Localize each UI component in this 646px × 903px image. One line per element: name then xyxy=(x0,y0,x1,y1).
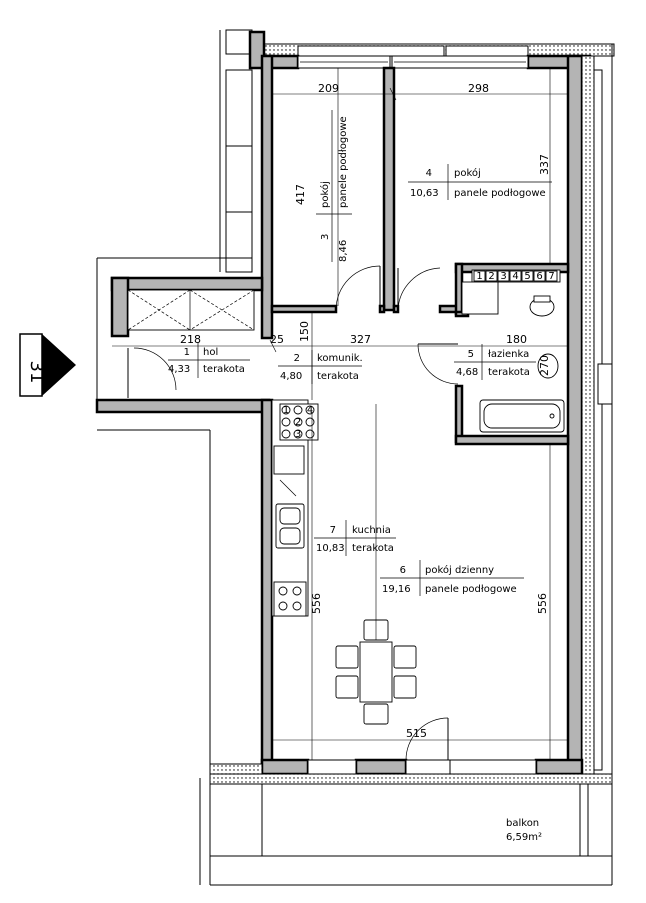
bath-tile-label: 1 xyxy=(476,271,482,282)
bath-tile xyxy=(521,270,534,282)
stove-burner xyxy=(293,405,303,415)
bath-tile-label: 4 xyxy=(512,271,518,282)
dim-298: 298 xyxy=(468,82,489,95)
room-1-finish: terakota xyxy=(203,364,245,375)
room-4-area: 10,63 xyxy=(410,188,439,199)
interior-walls xyxy=(270,66,570,446)
room-4-label: 4 pokój 10,63 panele podłogowe xyxy=(408,164,552,200)
dim-209: 209 xyxy=(318,82,339,95)
room-6-label: 6 pokój dzienny 19,16 panele podłogowe xyxy=(380,560,524,596)
room-6-name: pokój dzienny xyxy=(425,564,494,576)
stove-burner xyxy=(293,417,303,427)
dim-270: 270 xyxy=(538,355,551,376)
room-5-area: 4,68 xyxy=(456,367,478,378)
room-7-area: 10,83 xyxy=(316,543,345,554)
dim-218: 218 xyxy=(180,333,201,346)
dim-417: 417 xyxy=(294,184,307,205)
room-2-label: 2 komunik. 4,80 terakota xyxy=(278,350,363,384)
balcony-name: balkon xyxy=(506,818,539,829)
top-wall xyxy=(260,43,615,70)
bath-tile xyxy=(485,270,498,282)
bath-tile xyxy=(545,270,558,282)
bottom-wall xyxy=(209,758,613,785)
bath-tile-label: 5 xyxy=(524,271,530,282)
room-5-finish: terakota xyxy=(488,367,530,378)
bath-tile-label: 2 xyxy=(488,271,494,282)
stove-burner xyxy=(281,417,291,427)
room-3-number: 3 xyxy=(320,234,331,240)
room-2-finish: terakota xyxy=(317,371,359,382)
balcony-area: 6,59m² xyxy=(506,832,542,843)
stove-burner xyxy=(293,429,303,439)
room-2-area: 4,80 xyxy=(280,371,302,382)
left-walls xyxy=(95,30,274,768)
stove-burner xyxy=(281,429,291,439)
building-number: 31 xyxy=(26,361,47,384)
stove-burner-label: 4 xyxy=(307,405,313,416)
bath-tile xyxy=(473,270,486,282)
neighbour-outline xyxy=(96,29,612,886)
room-3-name: pokój xyxy=(319,181,331,208)
dim-556-kitchen: 556 xyxy=(310,593,323,614)
dim-515: 515 xyxy=(406,727,427,740)
room-6-area: 19,16 xyxy=(382,584,411,595)
bath-tile xyxy=(497,270,510,282)
room-3-area: 8,46 xyxy=(338,240,349,262)
stove-burner-label: 1 xyxy=(283,405,289,416)
room-4-name: pokój xyxy=(454,167,481,179)
stove-burner-label: 2 xyxy=(295,417,301,428)
room-6-finish: panele podłogowe xyxy=(425,584,517,595)
stove-burner-label: 3 xyxy=(295,429,301,440)
dim-180: 180 xyxy=(506,333,527,346)
room-1-area: 4,33 xyxy=(168,364,190,375)
kitchen-fixtures: 123 4 xyxy=(271,399,319,617)
room-5-label: 5 łazienka 4,68 terakota xyxy=(454,344,536,380)
bath-tile-label: 7 xyxy=(548,271,554,282)
room-1-number: 1 xyxy=(184,347,190,358)
room-7-number: 7 xyxy=(330,525,336,536)
dimension-lines xyxy=(112,68,568,760)
room-7-name: kuchnia xyxy=(352,525,391,536)
doors xyxy=(127,265,459,761)
room-6-number: 6 xyxy=(400,565,406,576)
dim-337: 337 xyxy=(538,154,551,175)
room-5-number: 5 xyxy=(468,349,474,360)
room-1-name: hol xyxy=(203,347,218,358)
bath-tile xyxy=(533,270,546,282)
building-badge: 31 xyxy=(19,333,76,397)
room-4-number: 4 xyxy=(426,168,432,179)
balcony xyxy=(210,784,612,857)
bath-tile-label: 3 xyxy=(500,271,506,282)
dim-556-living: 556 xyxy=(536,593,549,614)
room-1-label: 1 hol 4,33 terakota xyxy=(168,342,250,378)
right-walls xyxy=(566,44,613,885)
room-2-name: komunik. xyxy=(317,353,363,364)
room-7-label: 7 kuchnia 10,83 terakota xyxy=(314,520,396,556)
dim-25: 25 xyxy=(270,333,284,346)
room-4-finish: panele podłogowe xyxy=(454,188,546,199)
stove-burner xyxy=(305,417,315,427)
bath-tile-label: 6 xyxy=(536,271,542,282)
entrance-arrow-icon xyxy=(42,334,76,396)
dim-150: 150 xyxy=(298,321,311,342)
room-3-label: 3 pokój 8,46 panele podłogowe xyxy=(316,110,352,262)
stove-burner xyxy=(281,405,291,415)
bath-tile xyxy=(509,270,522,282)
hall-wardrobe xyxy=(127,289,255,331)
room-2-number: 2 xyxy=(294,353,300,364)
room-5-name: łazienka xyxy=(488,349,529,360)
room-7-finish: terakota xyxy=(352,543,394,554)
dim-327: 327 xyxy=(350,333,371,346)
stove-burner xyxy=(305,429,315,439)
room-3-finish: panele podłogowe xyxy=(338,116,349,208)
